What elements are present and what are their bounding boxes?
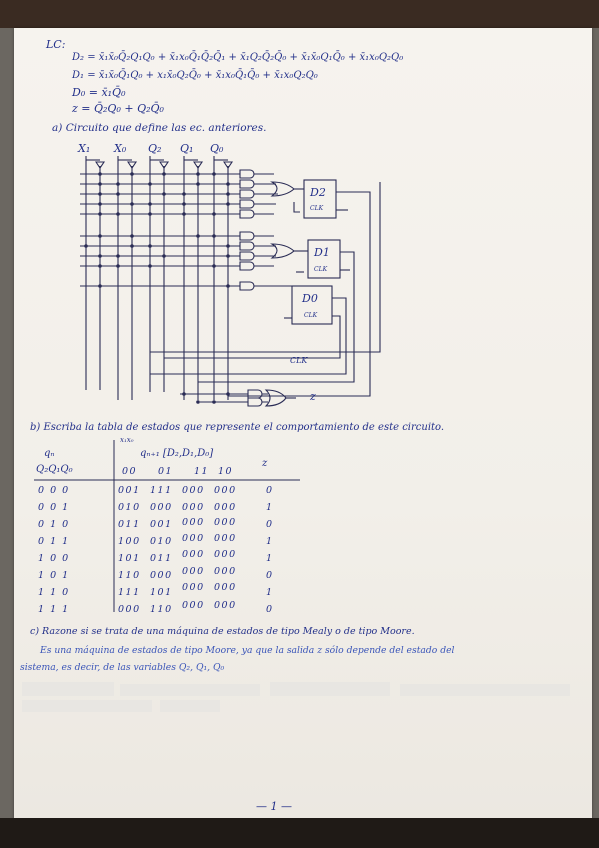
state-row-4: 1 0 0 — [38, 553, 70, 564]
ff-d2-label: D2 — [310, 186, 326, 199]
next-6-11: 000 — [182, 582, 205, 593]
next-1-11: 000 — [182, 502, 205, 513]
z-row-6: 1 — [266, 587, 274, 598]
next-2-01: 001 — [150, 519, 173, 530]
next-2-00: 011 — [118, 519, 141, 530]
state-row-5: 1 0 1 — [38, 570, 70, 581]
next-7-10: 000 — [214, 600, 237, 611]
redacted-block — [22, 682, 114, 696]
equation-d1: D₁ = x̄₁x̄₀Q̄₁Q₀ + x₁x̄₀Q₂Q̄₀ + x̄₁x₀Q̄₁… — [72, 70, 318, 81]
z-row-2: 0 — [266, 519, 274, 530]
output-header: z — [262, 458, 268, 469]
part-b-title: b) Escriba la tabla de estados que repre… — [30, 422, 445, 433]
lc-label: LC: — [46, 38, 66, 51]
state-header: qₙ — [44, 448, 55, 459]
ff-d1-label: D1 — [314, 246, 330, 259]
next-0-01: 111 — [150, 485, 173, 496]
state-row-0: 0 0 0 — [38, 485, 70, 496]
state-row-3: 0 1 1 — [38, 536, 70, 547]
state-table-lines — [34, 440, 300, 612]
next-state-header: qₙ₊₁ [D₂,D₁,D₀] — [140, 448, 214, 459]
equation-d0: D₀ = x̄₁Q̄₀ — [72, 86, 126, 99]
next-4-00: 101 — [118, 553, 141, 564]
input-col-10: 10 — [218, 466, 234, 477]
next-5-11: 000 — [182, 566, 205, 577]
next-1-10: 000 — [214, 502, 237, 513]
state-row-1: 0 0 1 — [38, 502, 70, 513]
next-7-01: 110 — [150, 604, 173, 615]
part-c-answer-line1: Es una máquina de estados de tipo Moore,… — [40, 645, 455, 656]
input-label-q0: Q₀ — [210, 142, 224, 155]
next-7-11: 000 — [182, 600, 205, 611]
next-5-00: 110 — [118, 570, 141, 581]
redacted-block — [22, 700, 152, 712]
next-3-01: 010 — [150, 536, 173, 547]
state-subheader: Q₂Q₁Q₀ — [36, 464, 73, 475]
input-col-11: 11 — [194, 466, 210, 477]
ff-d2-clk: CLK — [310, 205, 324, 212]
next-4-01: 011 — [150, 553, 173, 564]
next-1-00: 010 — [118, 502, 141, 513]
equation-z: z = Q̄₂Q₀ + Q₂Q̄₀ — [72, 102, 164, 115]
next-3-10: 000 — [214, 533, 237, 544]
redacted-block — [400, 684, 570, 696]
input-label-q2: Q₂ — [148, 142, 162, 155]
input-col-01: 01 — [158, 466, 174, 477]
redacted-block — [160, 700, 220, 712]
z-row-3: 1 — [266, 536, 274, 547]
ff-d0-label: D0 — [302, 292, 318, 305]
state-row-6: 1 1 0 — [38, 587, 70, 598]
next-2-10: 000 — [214, 517, 237, 528]
next-0-00: 001 — [118, 485, 141, 496]
next-5-01: 000 — [150, 570, 173, 581]
next-4-10: 000 — [214, 549, 237, 560]
ff-d1-clk: CLK — [314, 266, 328, 273]
z-row-7: 0 — [266, 604, 274, 615]
next-4-11: 000 — [182, 549, 205, 560]
input-label-x0: X₀ — [114, 142, 127, 155]
output-z-label: z — [310, 390, 316, 403]
next-6-00: 111 — [118, 587, 141, 598]
equation-d2: D₂ = x̄₁x̄₀Q̄₂Q₁Q₀ + x̄₁x₀Q̄₁Q̄₂Q̄₁ + x̄… — [72, 52, 404, 63]
z-row-4: 1 — [266, 553, 274, 564]
next-0-10: 000 — [214, 485, 237, 496]
next-6-10: 000 — [214, 582, 237, 593]
next-5-10: 000 — [214, 566, 237, 577]
redacted-block — [120, 684, 260, 696]
state-row-2: 0 1 0 — [38, 519, 70, 530]
next-3-11: 000 — [182, 533, 205, 544]
ff-d0-clk: CLK — [304, 312, 318, 319]
input-label-q1: Q₁ — [180, 142, 194, 155]
part-c-title: c) Razone si se trata de una máquina de … — [30, 626, 415, 637]
page-number: — 1 — — [256, 800, 292, 813]
logic-circuit-diagram — [80, 156, 381, 407]
next-0-11: 000 — [182, 485, 205, 496]
part-c-answer-line2: sistema, es decir, de las variables Q₂, … — [20, 662, 225, 673]
next-2-11: 000 — [182, 517, 205, 528]
redacted-block — [270, 682, 390, 696]
z-row-1: 1 — [266, 502, 274, 513]
next-7-00: 000 — [118, 604, 141, 615]
background-top — [0, 0, 599, 28]
next-6-01: 101 — [150, 587, 173, 598]
background-bottom — [0, 818, 599, 848]
part-a-title: a) Circuito que define las ec. anteriore… — [52, 122, 267, 134]
input-column-label: x₁x₀ — [120, 436, 134, 444]
next-3-00: 100 — [118, 536, 141, 547]
input-label-x1: X₁ — [78, 142, 91, 155]
z-row-0: 0 — [266, 485, 274, 496]
input-col-00: 00 — [122, 466, 138, 477]
clk-bus-label: CLK — [290, 356, 308, 365]
next-1-01: 000 — [150, 502, 173, 513]
state-row-7: 1 1 1 — [38, 604, 70, 615]
z-row-5: 0 — [266, 570, 274, 581]
